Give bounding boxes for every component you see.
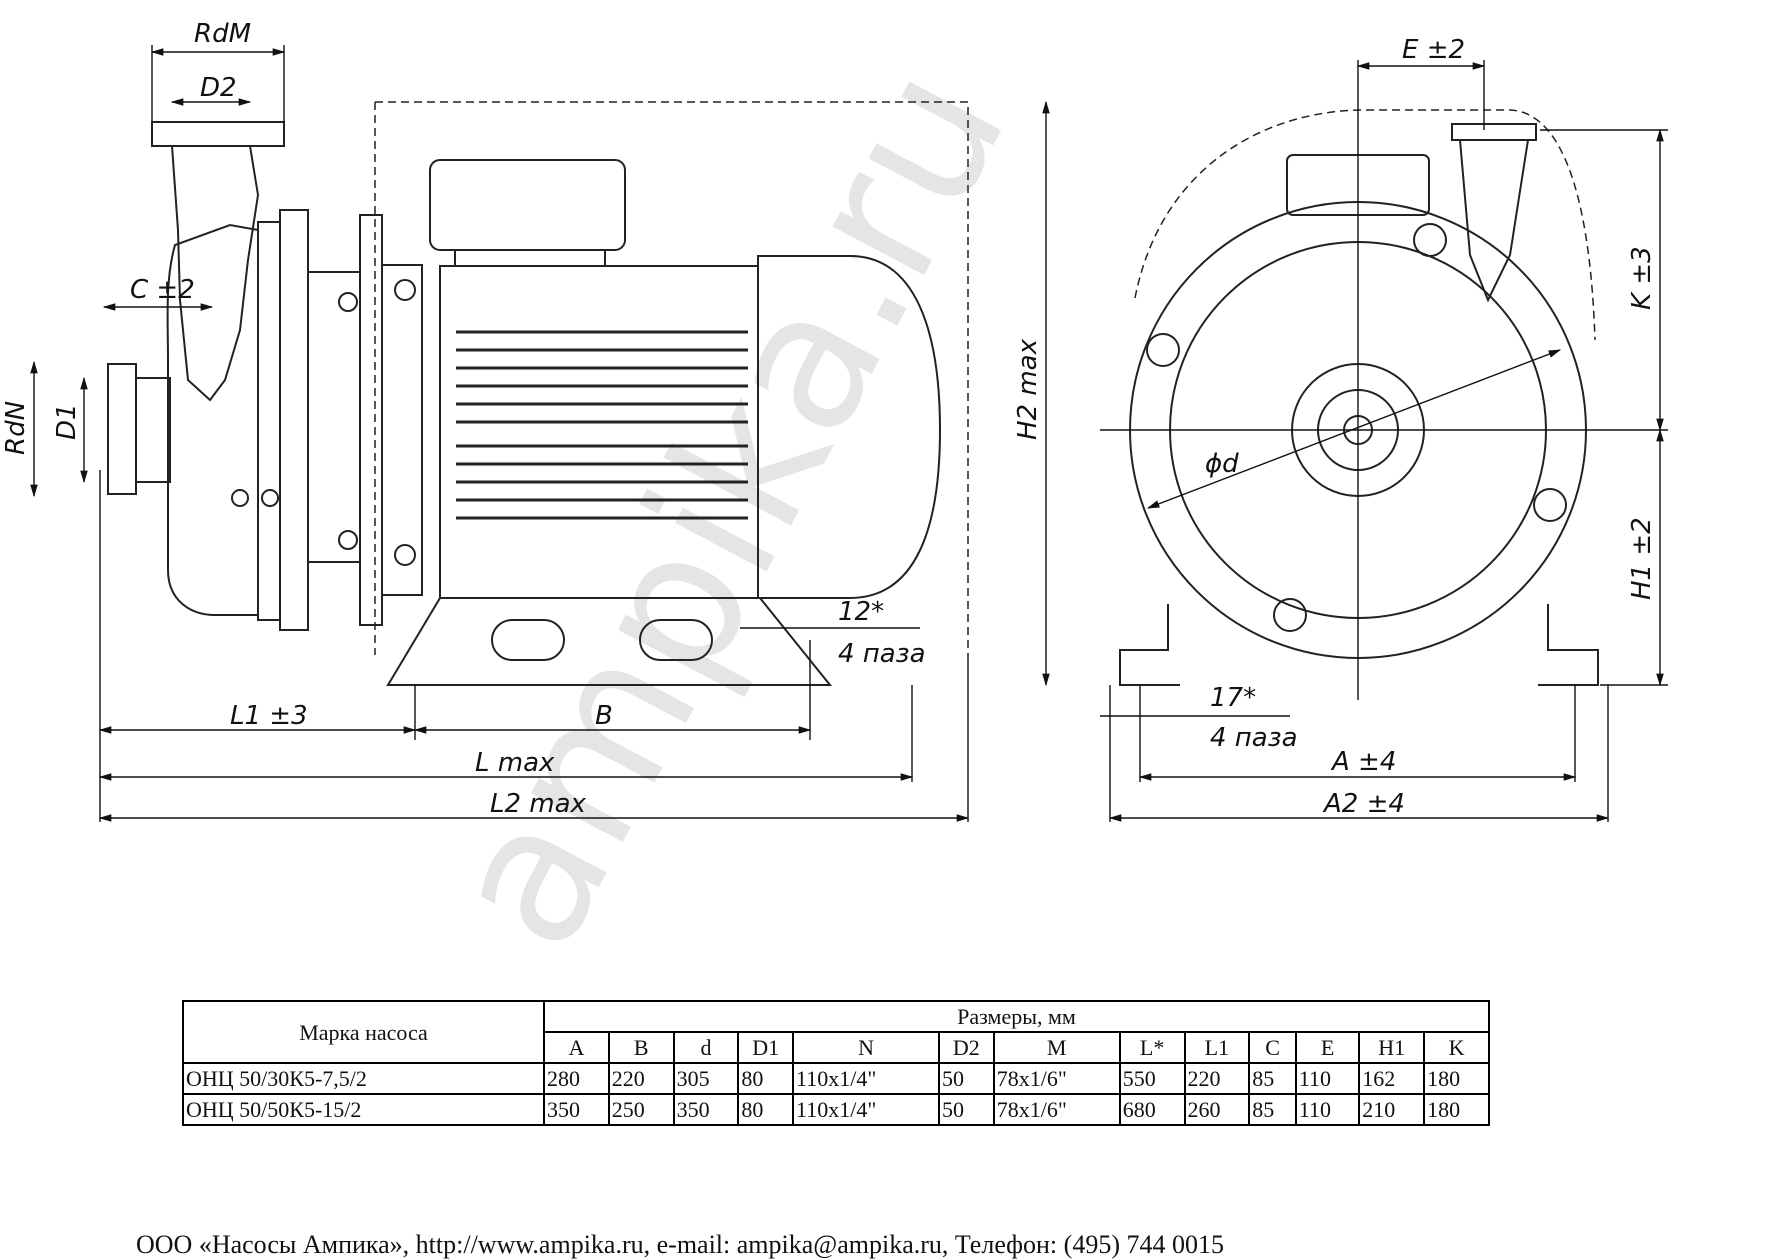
table-cell: 78x1/6" <box>992 1093 1121 1126</box>
side-foot-right <box>1538 604 1599 686</box>
table-cell: 210 <box>1358 1093 1426 1126</box>
dim-slot-front-count: 4 паза <box>838 639 926 669</box>
table-cell: 50 <box>938 1062 995 1095</box>
table-col-header: C <box>1248 1031 1297 1064</box>
front-dimension-labels: RdM D2 C ±2 RdN D1 H2 max L1 ±3 B L max … <box>1 19 1043 819</box>
dim-l2: L2 max <box>490 789 587 819</box>
table-cell: 220 <box>607 1062 675 1095</box>
dim-h1: H1 ±2 <box>1627 517 1657 600</box>
dim-slot-front: 12* <box>838 597 884 627</box>
dim-c: C ±2 <box>130 275 195 305</box>
lantern <box>307 271 361 563</box>
side-discharge <box>1458 139 1530 303</box>
side-dimension-labels: E ±2 K ±3 H1 ±2 ϕd 17* 4 паза A ±4 A2 ±4 <box>1205 35 1657 819</box>
table-cell: 110 <box>1294 1093 1361 1126</box>
table-cell: 350 <box>543 1093 610 1126</box>
table-cell: 85 <box>1248 1062 1297 1095</box>
table-cell: 80 <box>737 1093 795 1126</box>
table-cell: 220 <box>1183 1062 1251 1095</box>
dim-rdm: RdM <box>194 19 251 49</box>
table-cell: 78x1/6" <box>992 1062 1121 1095</box>
table-cell: 162 <box>1358 1062 1426 1095</box>
dim-a2: A2 ±4 <box>1322 789 1405 819</box>
table-col-header: E <box>1294 1031 1361 1064</box>
table-cell: 250 <box>607 1093 675 1126</box>
table-row: ОНЦ 50/50К5-15/2 350 250 350 80 110x1/4"… <box>182 1093 1490 1126</box>
pump-flange <box>257 221 281 621</box>
table-column-row: A B d D1 N D2 M L* L1 C E H1 K <box>183 1031 1490 1064</box>
table-cell: 305 <box>672 1062 740 1095</box>
table-header-model: Марка насоса <box>182 1000 545 1064</box>
table-cell: 680 <box>1118 1093 1186 1126</box>
dim-slot-side-count: 4 паза <box>1210 723 1298 753</box>
dim-b: B <box>595 701 613 731</box>
table-col-header: N <box>792 1031 941 1064</box>
table-cell: 350 <box>672 1093 740 1126</box>
table-cell: 180 <box>1423 1062 1490 1095</box>
dim-d2: D2 <box>200 73 237 103</box>
table-cell: 260 <box>1183 1093 1251 1126</box>
table-cell: 85 <box>1248 1093 1297 1126</box>
table-cell: 180 <box>1423 1093 1490 1126</box>
dim-k: K ±3 <box>1627 246 1657 310</box>
table-col-header: K <box>1423 1031 1490 1064</box>
table-cell: 550 <box>1118 1062 1186 1095</box>
dim-slot-side: 17* <box>1210 683 1256 713</box>
side-view <box>1119 109 1599 686</box>
table-cell: 80 <box>737 1062 795 1095</box>
envelope-outline <box>375 101 969 655</box>
discharge-nozzle <box>170 145 260 402</box>
table-col-header: M <box>992 1031 1121 1064</box>
company-contact-footer: ООО «Насосы Ампика», http://www.ampika.r… <box>136 1230 1224 1259</box>
table-col-header: L1 <box>1183 1031 1251 1064</box>
front-view <box>107 101 969 686</box>
dim-phi-d: ϕd <box>1205 449 1239 479</box>
suction-nozzle <box>107 363 137 495</box>
dim-d1: D1 <box>52 403 82 440</box>
front-dimension-lines <box>30 45 1050 822</box>
table-col-header: d <box>672 1031 740 1064</box>
table-col-header: L* <box>1118 1031 1186 1064</box>
table-col-header: A <box>543 1031 610 1064</box>
side-foot-left <box>1119 604 1180 686</box>
dimensions-table: Марка насоса Размеры, мм A B d D1 N D2 M… <box>182 1000 1490 1126</box>
table-col-header: H1 <box>1358 1031 1426 1064</box>
side-dimension-lines <box>1100 60 1668 822</box>
table-cell: 110x1/4" <box>792 1093 941 1126</box>
watermark: ampika.ru <box>405 32 1049 981</box>
terminal-box <box>429 159 626 251</box>
cooling-fins <box>456 330 748 520</box>
motor-flange <box>359 214 383 626</box>
table-cell: 50 <box>938 1093 995 1126</box>
table-cell-model: ОНЦ 50/30К5-7,5/2 <box>182 1062 545 1095</box>
table-header-row: Марка насоса Размеры, мм <box>182 1000 1490 1064</box>
discharge-flange <box>151 121 285 147</box>
table-cell: 110 <box>1294 1062 1361 1095</box>
pump-flange-ring <box>279 209 309 631</box>
table-cell: 110x1/4" <box>792 1062 941 1095</box>
pump-volute <box>166 223 259 616</box>
dim-e: E ±2 <box>1402 35 1465 65</box>
table-row: ОНЦ 50/30К5-7,5/2 280 220 305 80 110x1/4… <box>182 1062 1490 1095</box>
table-header-sizes: Размеры, мм <box>543 1000 1490 1033</box>
table-col-header: D2 <box>938 1031 995 1064</box>
motor-feet <box>386 597 833 686</box>
table-col-header: D1 <box>737 1031 795 1064</box>
table-col-header: B <box>607 1031 675 1064</box>
fan-cover <box>757 255 942 599</box>
table-cell: 280 <box>543 1062 610 1095</box>
dim-h2: H2 max <box>1013 338 1043 440</box>
dim-l: L max <box>475 748 555 778</box>
dim-rdn: RdN <box>1 401 31 455</box>
dim-a: A ±4 <box>1330 747 1396 777</box>
table-cell-model: ОНЦ 50/50К5-15/2 <box>182 1093 545 1126</box>
dim-l1: L1 ±3 <box>230 701 308 731</box>
